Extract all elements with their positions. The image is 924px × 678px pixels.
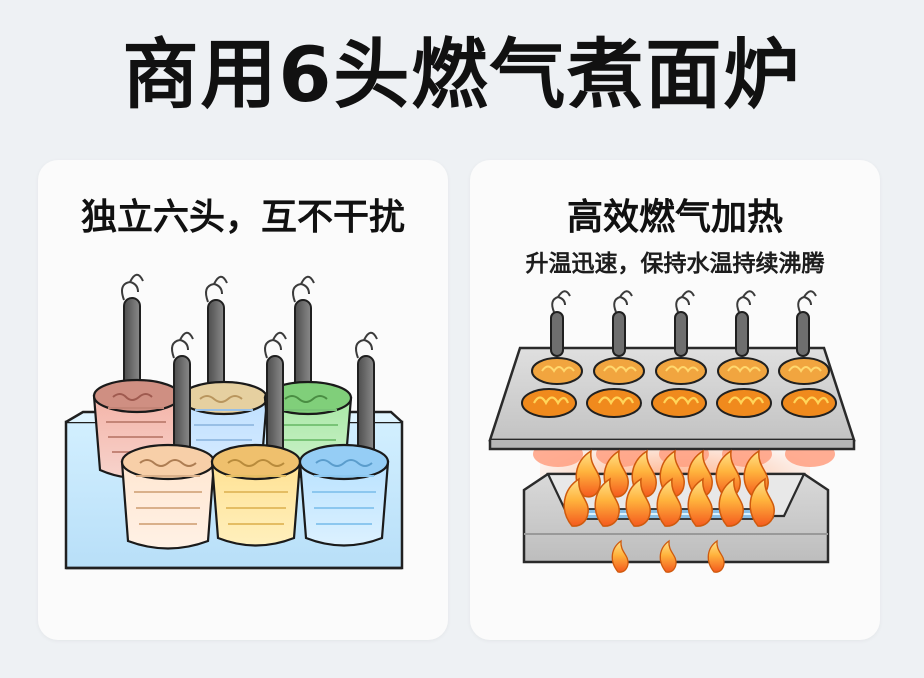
independent-baskets-card: 独立六头，互不干扰 [38, 160, 448, 640]
front-basket-yellow [210, 331, 302, 547]
left-card-heading: 独立六头，互不干扰 [80, 197, 405, 238]
cooking-panel [488, 346, 856, 451]
top-row-pots [531, 357, 830, 385]
water-tank [64, 420, 404, 570]
gas-flames [563, 449, 775, 573]
front-basket-cream [120, 331, 216, 550]
thermometers [550, 290, 817, 357]
front-basket-blue [298, 331, 390, 547]
water-surface [65, 410, 403, 424]
burner-base [522, 472, 830, 564]
right-card-heading: 高效燃气加热 [566, 197, 783, 238]
back-basket-green [263, 275, 353, 479]
bottom-row-pots [521, 388, 837, 418]
rising-heat-glow [533, 441, 835, 512]
back-basket-blue [179, 275, 269, 481]
gas-heating-card: 高效燃气加热 升温迅速，保持水温持续沸腾 [470, 160, 880, 640]
page-title: 商用6头燃气煮面炉 [122, 30, 802, 119]
right-card-subheading: 升温迅速，保持水温持续沸腾 [525, 251, 825, 277]
back-basket-red [92, 273, 182, 480]
